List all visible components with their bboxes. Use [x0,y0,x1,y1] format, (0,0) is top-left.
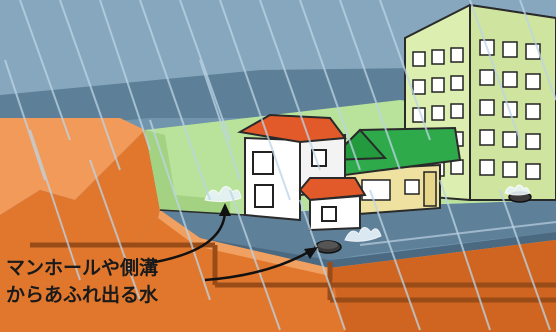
left-hill-top [0,118,145,215]
arrow-heads [219,203,318,259]
left-hill-face [0,130,160,300]
arrow-icon [149,209,313,282]
ground-top-strip [158,210,556,276]
lawn-shadow [145,130,230,215]
manhole-icon [314,240,342,254]
caption-line-2: からあふれ出る水 [6,284,159,306]
fence [159,209,246,216]
rain [4,0,556,331]
caption: マンホールや側溝 からあふれ出る水 [6,255,158,309]
red-roof-house [237,113,367,232]
sewer-pipes [30,242,556,303]
caption-line-1: マンホールや側溝 [6,257,159,279]
